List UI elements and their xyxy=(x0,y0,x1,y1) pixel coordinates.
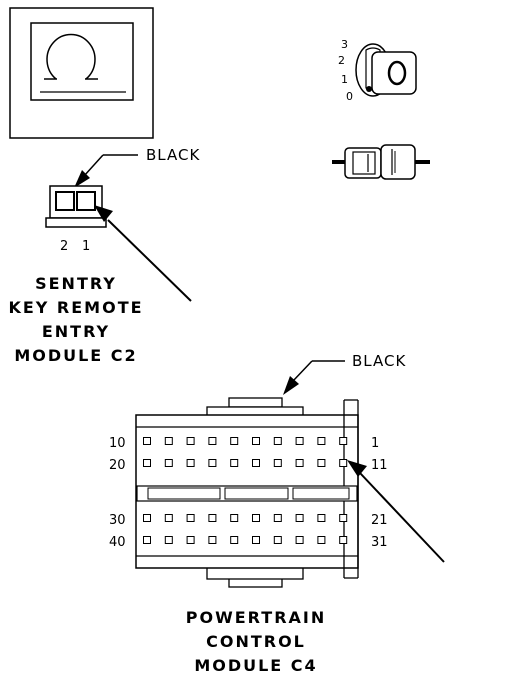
pin-cavity xyxy=(252,437,260,445)
pin-cavity xyxy=(164,536,173,544)
pin-cavity xyxy=(143,437,151,445)
pin-cavity xyxy=(317,514,326,522)
ignition-position-3: 3 xyxy=(341,38,348,51)
pin-cavity xyxy=(143,459,151,467)
pin-cavity xyxy=(230,459,239,467)
pin-cavity xyxy=(252,459,260,467)
pcm-pin-10-label: 10 xyxy=(109,436,126,451)
pin-cavity xyxy=(317,459,326,467)
caption-line: SENTRY xyxy=(35,274,117,293)
pcm-pin-20-label: 20 xyxy=(109,458,126,473)
pin-cavity xyxy=(208,459,217,467)
ignition-position-0: 0 xyxy=(346,90,353,103)
caption-line: ENTRY xyxy=(41,322,111,341)
pin-cavity xyxy=(164,514,173,522)
pin-cavity xyxy=(164,459,173,467)
pin-cavity xyxy=(339,514,348,522)
caption-line: CONTROL xyxy=(206,632,306,651)
pcm-module-caption: POWERTRAIN CONTROL MODULE C4 xyxy=(176,606,336,678)
pin-cavity xyxy=(230,437,239,445)
pcm-pin-1-label: 1 xyxy=(371,436,380,451)
pcm-wire-color-label: BLACK xyxy=(352,352,407,370)
pin-cavity xyxy=(273,459,282,467)
pcm-connector xyxy=(135,360,445,588)
pin-cavity xyxy=(230,536,239,544)
caption-line: POWERTRAIN xyxy=(185,608,327,627)
pin-cavity xyxy=(143,514,151,522)
pcm-pin-40-label: 40 xyxy=(109,535,126,550)
pin-cavity xyxy=(273,514,282,522)
pin-cavity xyxy=(339,536,348,544)
pin-cavity xyxy=(295,514,304,522)
caption-line: KEY REMOTE xyxy=(8,298,144,317)
sentry-pin-2-label: 2 xyxy=(60,239,69,254)
caption-line: MODULE C2 xyxy=(14,346,138,365)
pcm-pin-30-label: 30 xyxy=(109,513,126,528)
pin-cavity xyxy=(230,514,239,522)
pin-cavity xyxy=(208,437,217,445)
connector-plug-icon xyxy=(332,144,430,180)
sentry-connector xyxy=(45,154,192,302)
pin-cavity xyxy=(339,459,348,467)
pin-cavity xyxy=(208,514,217,522)
pin-cavity xyxy=(317,536,326,544)
pin-cavity xyxy=(186,536,195,544)
sentry-module-caption: SENTRY KEY REMOTE ENTRY MODULE C2 xyxy=(0,272,152,368)
pcm-pin-grid xyxy=(143,437,348,544)
pin-cavity xyxy=(186,437,195,445)
sentry-pin-1-label: 1 xyxy=(82,239,91,254)
pin-cavity xyxy=(295,536,304,544)
pin-cavity xyxy=(186,459,195,467)
pin-cavity xyxy=(252,514,260,522)
pin-cavity xyxy=(252,536,260,544)
pin-cavity xyxy=(273,536,282,544)
pcm-pin-11-label: 11 xyxy=(371,458,388,473)
pcm-pin-31-label: 31 xyxy=(371,535,388,550)
pin-cavity xyxy=(339,437,348,445)
ignition-position-2: 2 xyxy=(338,54,345,67)
pin-cavity xyxy=(295,459,304,467)
pin-cavity xyxy=(186,514,195,522)
ignition-key-icon xyxy=(355,43,417,97)
pin-cavity xyxy=(164,437,173,445)
caption-line: MODULE C4 xyxy=(194,656,318,675)
pin-cavity xyxy=(143,536,151,544)
pcm-pin-21-label: 21 xyxy=(371,513,388,528)
ignition-position-1: 1 xyxy=(341,73,348,86)
component-symbol-icon xyxy=(9,7,154,139)
sentry-wire-color-label: BLACK xyxy=(146,146,201,164)
pin-cavity xyxy=(208,536,217,544)
pin-cavity xyxy=(273,437,282,445)
pin-cavity xyxy=(295,437,304,445)
pin-cavity xyxy=(317,437,326,445)
